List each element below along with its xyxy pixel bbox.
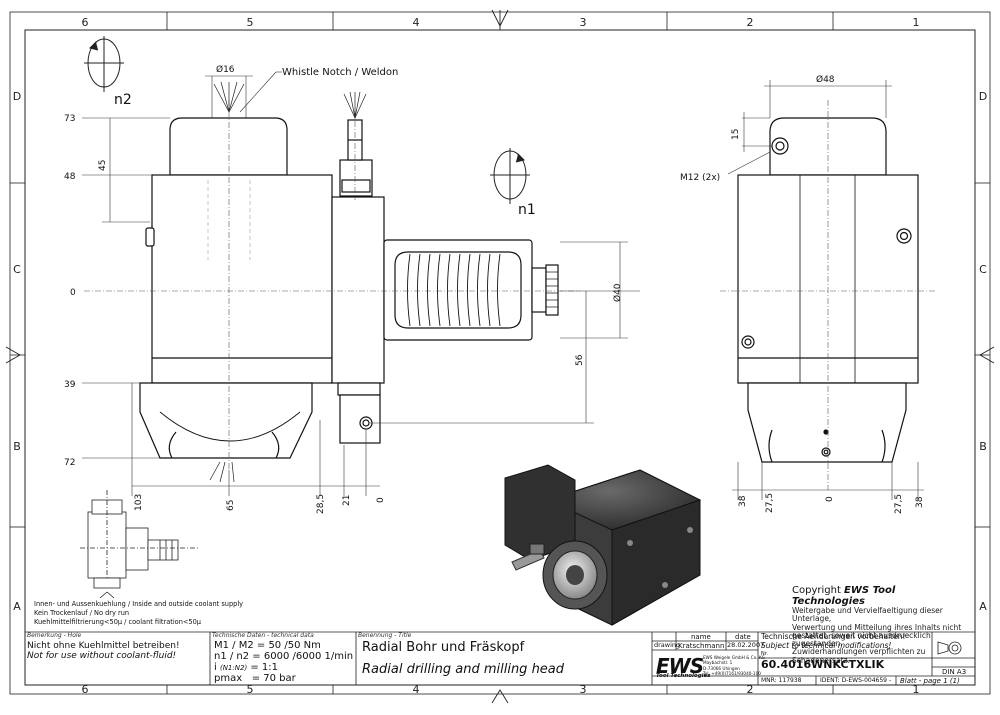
sheet-number: Blatt - page 1 (1) <box>900 677 960 685</box>
col-name: name <box>691 633 711 641</box>
company-address: EWS Weigele GmbH & Co. KG Maybachstr. 1 … <box>703 655 765 676</box>
copyright-line-1: Weitergabe und Vervielfaeltigung dieser … <box>792 606 943 624</box>
dim-45: 45 <box>98 160 108 171</box>
coolant-line-2: Kein Trockenlauf / No dry run <box>34 608 130 617</box>
copyright-notice: Copyright EWS Tool Technologies Weiterga… <box>792 585 970 665</box>
dim-d16: Ø16 <box>216 64 235 75</box>
coolant-notes: Innen- und Aussenkuehlung / Inside and o… <box>34 600 243 627</box>
dim-27-5-right: 27,5 <box>894 494 904 514</box>
dim-38-left: 38 <box>738 495 748 507</box>
copyright-line-4: Zuwiderhandlungen verpflichten zu Schade… <box>792 647 926 665</box>
title-de: Radial Bohr und Fräskopf <box>362 640 525 655</box>
remark-de: Nicht ohne Kuehlmittel betreiben! <box>27 641 180 651</box>
dim-15: 15 <box>731 129 741 140</box>
dim-39: 39 <box>64 380 76 390</box>
col-label-3-bottom: 3 <box>580 683 587 696</box>
row-label-d-right: D <box>979 90 987 103</box>
row-drawing: drawing <box>654 641 681 649</box>
pmax-row: pmax = 70 bar <box>214 673 296 684</box>
label-whistle-notch: Whistle Notch / Weldon <box>282 67 398 78</box>
changes-en: Subject to technical modifications! <box>761 641 892 650</box>
copyright-brand: EWS Tool Technologies <box>792 585 896 607</box>
dim-0-bottom: 0 <box>376 497 386 503</box>
rotation-label-n2: n2 <box>114 92 132 108</box>
col-label-4-bottom: 4 <box>413 683 420 696</box>
col-label-6-bottom: 6 <box>82 683 89 696</box>
dim-28-5: 28,5 <box>316 494 326 514</box>
copyright-title: Copyright EWS Tool Technologies <box>792 585 896 607</box>
part-number: 60.4016WNKCTXLIK <box>761 658 885 671</box>
dim-21: 21 <box>342 495 352 506</box>
side-view <box>139 117 559 459</box>
col-label-2: 2 <box>747 16 754 29</box>
row-label-b-right: B <box>979 440 987 453</box>
dim-65: 65 <box>226 500 236 511</box>
label-m12-thread: M12 (2x) <box>680 173 720 183</box>
col-label-5-bottom: 5 <box>247 683 254 696</box>
dim-0-side: 0 <box>70 288 76 298</box>
dim-38-right: 38 <box>915 496 925 508</box>
speed-value: n1 / n2 = 6000 /6000 1/min <box>214 651 354 662</box>
dim-d48: Ø48 <box>816 74 835 85</box>
dim-103: 103 <box>134 494 144 511</box>
remark-label: Bemerkung - Hole <box>27 632 82 639</box>
ident-number: IDENT: D-EWS-004659 - <box>820 677 892 684</box>
row-label-c-right: C <box>979 263 987 276</box>
dim-56: 56 <box>575 354 585 366</box>
col-label-1-bottom: 1 <box>913 683 920 696</box>
din-format: DIN A3 <box>942 668 967 676</box>
dim-48: 48 <box>64 172 76 182</box>
coolant-line-3: Kuehlmittelfiltrierung<50µ / coolant fil… <box>34 617 201 626</box>
row-label-d: D <box>13 90 21 103</box>
changes-de: Technische Aenderungen vorbehalten! <box>761 632 906 641</box>
col-label-5: 5 <box>247 16 254 29</box>
remark-en: Not for use without coolant-fluid! <box>27 651 177 661</box>
dim-73: 73 <box>64 114 75 124</box>
drawn-date: 28.02.2007 <box>727 641 765 649</box>
rotation-label-n1: n1 <box>518 202 536 218</box>
title-label: Benennung - Title <box>358 632 412 639</box>
ews-logo-sub: Tool Technologies <box>656 673 711 679</box>
tech-data-label: Technische Daten - technical data <box>212 632 314 639</box>
col-label-3: 3 <box>580 16 587 29</box>
row-label-c: C <box>13 263 21 276</box>
coolant-schematic <box>80 490 200 599</box>
dim-27-5-left: 27,5 <box>765 493 775 513</box>
row-label-b: B <box>13 440 21 453</box>
row-label-a-right: A <box>979 600 987 613</box>
torque-value: M1 / M2 = 50 /50 Nm <box>214 640 321 651</box>
col-label-2-bottom: 2 <box>747 683 754 696</box>
copyright-line-2: Verwertung und Mitteilung ihres Inhalts … <box>792 622 962 632</box>
coolant-line-1: Innen- und Aussenkuehlung / Inside and o… <box>34 600 244 608</box>
col-label-4: 4 <box>413 16 420 29</box>
col-label-6: 6 <box>82 16 89 29</box>
col-date: date <box>735 633 751 641</box>
copyright-line-3: gestattet, soweit nicht ausdruecklich zu… <box>792 630 931 648</box>
row-label-a: A <box>13 600 21 613</box>
nr-label: Nr. <box>761 651 768 657</box>
col-label-1: 1 <box>913 16 920 29</box>
isometric-render <box>504 464 702 626</box>
dim-0-front: 0 <box>825 496 835 502</box>
title-en: Radial drilling and milling head <box>362 662 565 677</box>
dim-72: 72 <box>64 458 75 468</box>
mnr-number: MNR: 117938 <box>761 677 802 684</box>
ratio-row: i (N1:N2) = 1:1 <box>214 662 279 673</box>
drawn-by: Kratschmann <box>678 642 725 650</box>
ews-logo: EWS <box>656 654 704 678</box>
dim-d40: Ø40 <box>612 283 623 302</box>
